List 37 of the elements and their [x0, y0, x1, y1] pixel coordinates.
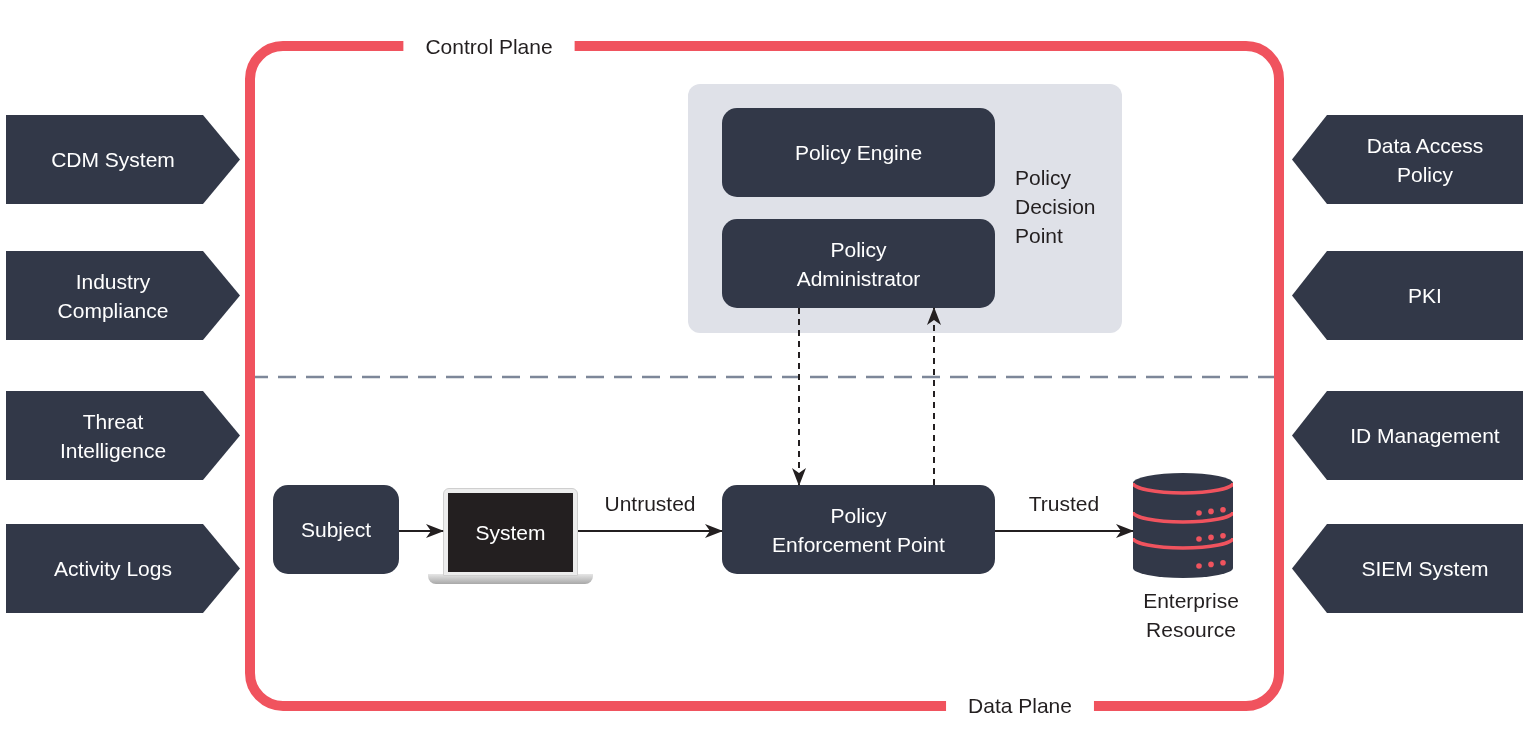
- node-label: SIEM System: [1361, 556, 1489, 582]
- node-label: Threat Intelligence: [58, 408, 168, 464]
- chevron-tag: [6, 524, 240, 613]
- chevron-tag: [1292, 391, 1523, 480]
- node-label: PKI: [1408, 283, 1442, 309]
- plane-label: Control Plane: [425, 33, 553, 60]
- component-box: [722, 485, 995, 574]
- chevron-tag: [6, 251, 240, 340]
- component-box: [273, 485, 399, 574]
- group-panel: [688, 84, 1122, 333]
- node-label: Policy Administrator: [795, 236, 922, 292]
- chevron-tag: [6, 115, 240, 204]
- node-caption: Enterprise Resource: [1142, 588, 1240, 643]
- component-box: [722, 108, 995, 197]
- node-label: Data Access Policy: [1365, 132, 1485, 188]
- plane-frame: [245, 41, 1284, 711]
- node-label: Industry Compliance: [56, 268, 170, 324]
- node-label: CDM System: [51, 147, 175, 173]
- node-label: Policy Engine: [794, 140, 923, 166]
- database-icon: [1133, 473, 1233, 580]
- chevron-tag: [1292, 251, 1523, 340]
- component-box: [722, 219, 995, 308]
- node-label: Policy Enforcement Point: [771, 502, 946, 558]
- chevron-tag: [1292, 115, 1523, 204]
- arrow: [398, 524, 444, 538]
- dashed-arrow: [792, 307, 806, 486]
- node-label: Subject: [300, 517, 371, 543]
- node-label: Activity Logs: [54, 556, 172, 582]
- plane-label: Data Plane: [968, 692, 1072, 719]
- node-label: System: [475, 520, 546, 546]
- node-label: ID Management: [1350, 423, 1500, 449]
- chevron-tag: [1292, 524, 1523, 613]
- arrow: [577, 524, 723, 538]
- dashed-arrow: [927, 307, 941, 486]
- arrow: [994, 524, 1134, 538]
- chevron-tag: [6, 391, 240, 480]
- group-label: Policy Decision Point: [1015, 165, 1097, 249]
